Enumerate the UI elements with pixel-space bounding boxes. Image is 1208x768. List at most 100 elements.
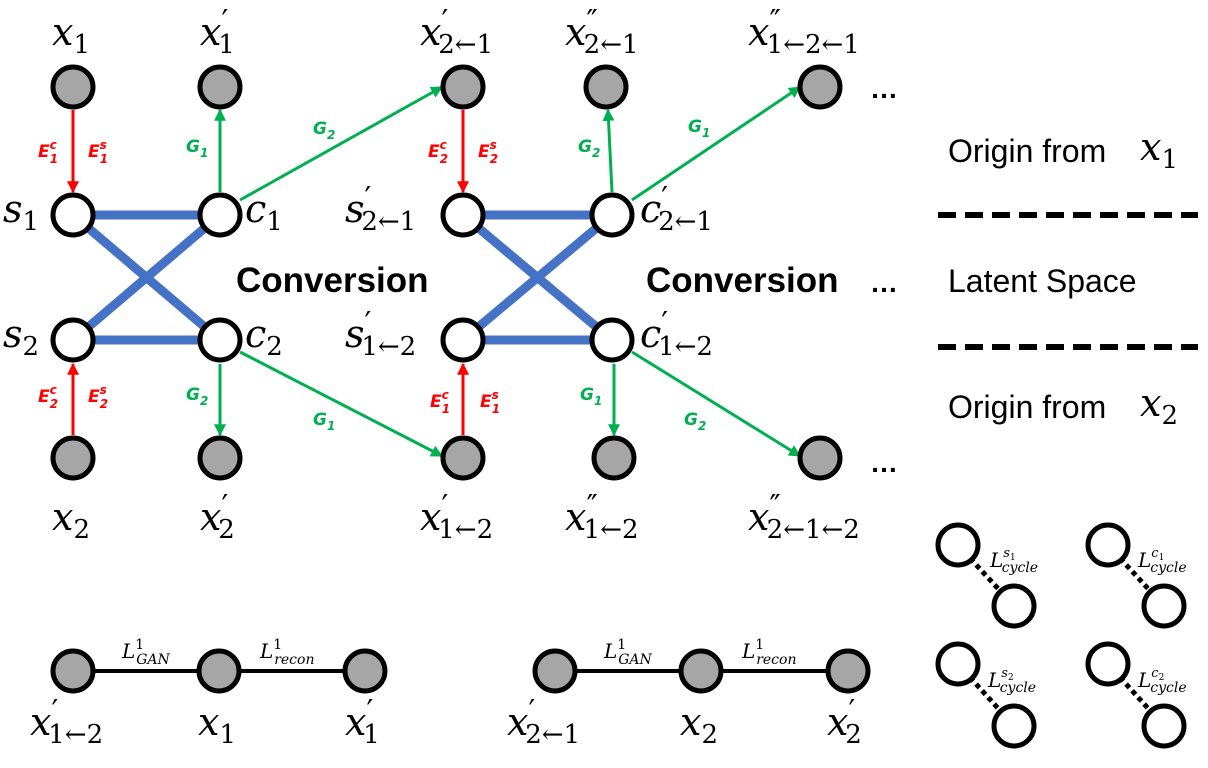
node-c2 [197, 317, 243, 363]
label-g2-c: G2 [578, 137, 600, 160]
node-labels: x1 x′1 x′2←1 x″2←1 x″1←2←1 s1 c1 s′2←1 c… [3, 4, 860, 545]
chain1-right-label: x′1 [345, 694, 380, 750]
node-x1-2-1-dprime [797, 64, 843, 110]
label-x1-2-dprime: x″1←2 [565, 489, 639, 545]
legend-x2-symbol: x2 [1140, 381, 1178, 431]
node-c1-2-prime [589, 317, 635, 363]
label-x2: x2 [52, 495, 90, 545]
ellipsis-bottom: … [870, 447, 898, 478]
node-c2-1-prime [589, 192, 635, 238]
node-x1 [50, 64, 96, 110]
ellipsis-middle: … [870, 267, 898, 298]
node-x1-2-dprime [591, 435, 637, 481]
cycle-s1-top-node [935, 522, 981, 568]
node-s1-2-prime [440, 317, 486, 363]
chain1-left-label: x′1←2 [30, 694, 103, 750]
label-c1-2-prime: c′1←2 [640, 306, 713, 362]
node-c1 [197, 192, 243, 238]
encoder-arrows [67, 110, 469, 435]
label-g1-a: G1 [186, 137, 208, 160]
node-x2-1-prime [440, 64, 486, 110]
chain2-right-label: x′2 [827, 694, 862, 750]
cycle-s1-bottom-node [991, 583, 1037, 629]
cycle-s2-bottom-node [991, 703, 1037, 749]
chain2-right-node [825, 648, 871, 694]
legend-origin-x1: Origin from [948, 133, 1106, 169]
node-x1-2-prime [440, 435, 486, 481]
cycle-s2-top-node [935, 641, 981, 687]
node-s1 [50, 192, 96, 238]
label-s2-1-prime: s′2←1 [345, 181, 416, 237]
chain1-mid-node [196, 648, 242, 694]
ellipsis-top: … [870, 73, 898, 104]
conversion-label-2: Conversion [646, 261, 839, 300]
label-c2: c2 [245, 312, 283, 362]
latent-links [70, 210, 615, 345]
label-g2-a: G2 [313, 119, 335, 142]
chain1-right-node [342, 648, 388, 694]
label-s2: s2 [3, 312, 39, 362]
cycle-c2-top-node [1085, 641, 1131, 687]
conversion-label-1: Conversion [236, 261, 429, 300]
node-x2-1-2-dprime [797, 435, 843, 481]
label-s1: s1 [3, 187, 39, 237]
label-x1-2-prime: x′1←2 [420, 489, 493, 545]
legend-latent-space: Latent Space [948, 263, 1137, 299]
label-g1-b: G1 [313, 410, 335, 433]
label-x2-1-prime: x′2←1 [420, 4, 493, 60]
legend-origin-x2: Origin from [948, 389, 1106, 425]
label-c1: c1 [245, 187, 283, 237]
cycle-c1-bottom-node [1141, 583, 1187, 629]
label-x1-2-1-dprime: x″1←2←1 [748, 4, 860, 60]
label-x1: x1 [52, 10, 90, 60]
chain2-mid-node [678, 648, 724, 694]
generator-arrows [214, 85, 802, 458]
node-x2-1-dprime [583, 64, 629, 110]
chain2-mid-label: x2 [680, 700, 718, 750]
graph-nodes [50, 64, 843, 481]
chain1-mid-label: x1 [198, 700, 236, 750]
label-g1-d: G1 [580, 385, 602, 408]
node-s2-1-prime [440, 192, 486, 238]
label-g2-b: G2 [186, 385, 208, 408]
chain2-left-label: x′2←1 [507, 694, 580, 750]
label-x2-prime: x′2 [200, 489, 235, 545]
node-s2 [50, 317, 96, 363]
label-c2-1-prime: c′2←1 [640, 181, 713, 237]
node-x2-prime [197, 435, 243, 481]
node-x1-prime [197, 64, 243, 110]
legend: Origin from x1 Latent Space Origin from … [938, 125, 1198, 431]
label-x2-1-2-dprime: x″2←1←2 [748, 489, 860, 545]
chain2-left-node [532, 648, 578, 694]
label-x1-prime: x′1 [200, 4, 235, 60]
cycle-c1-top-node [1085, 522, 1131, 568]
label-g1-c: G1 [688, 117, 710, 140]
label-s1-2-prime: s′1←2 [345, 306, 416, 362]
node-x2 [50, 435, 96, 481]
label-g2-d: G2 [684, 410, 706, 433]
cycle-c2-bottom-node [1141, 703, 1187, 749]
chain1-left-node [50, 648, 96, 694]
legend-x1-symbol: x1 [1140, 125, 1178, 175]
label-x2-1-dprime: x″2←1 [565, 4, 639, 60]
